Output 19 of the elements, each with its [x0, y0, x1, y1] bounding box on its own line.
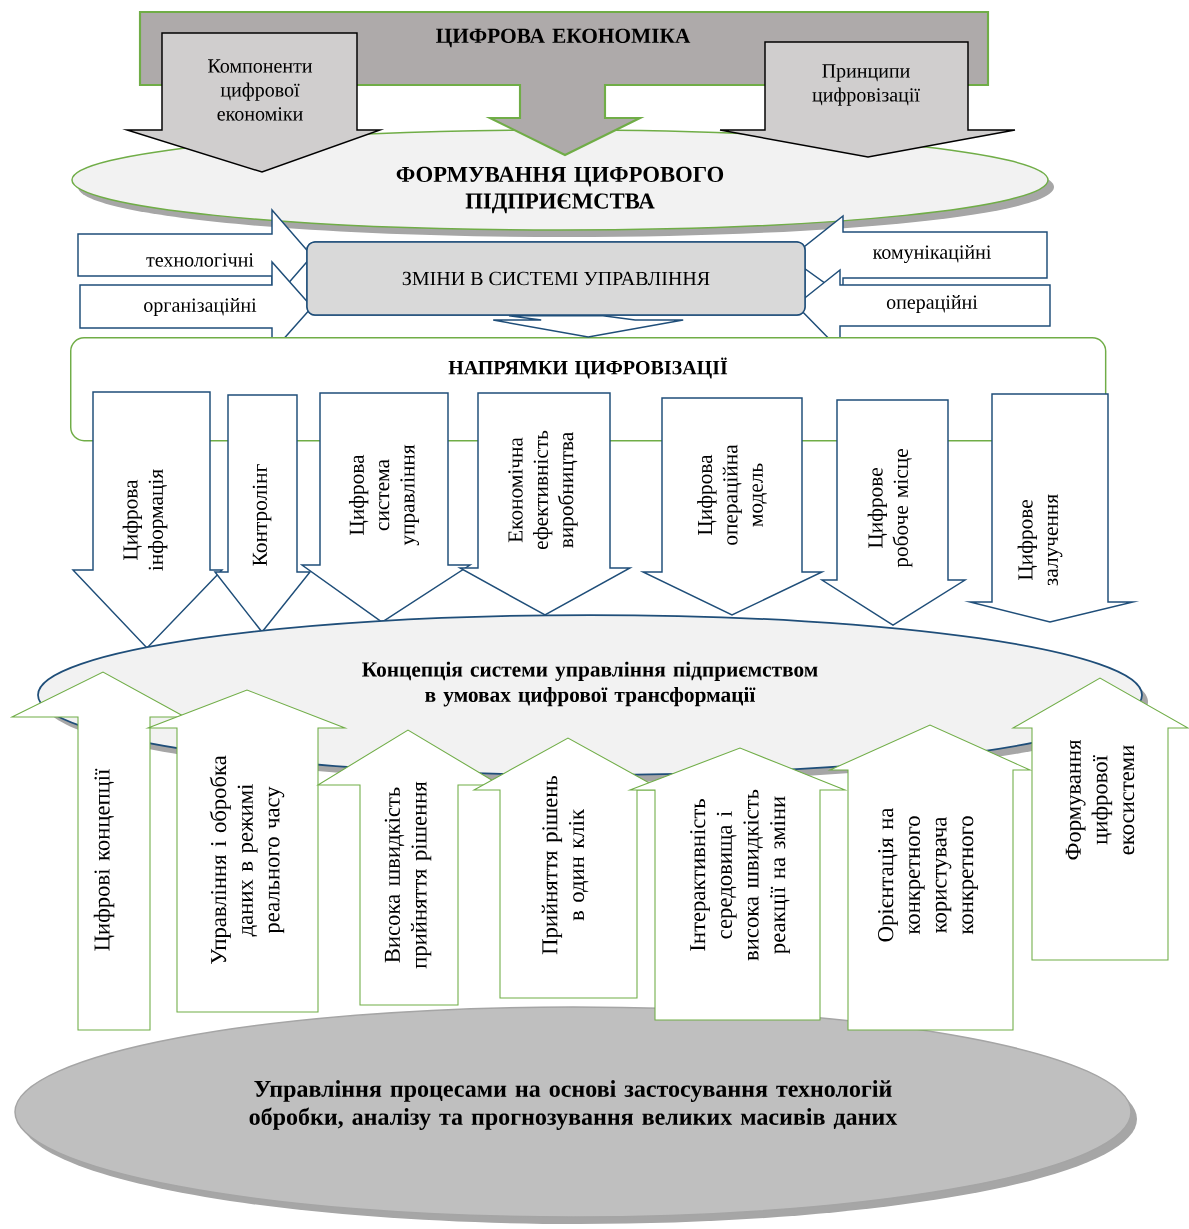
pointed-box: Прийняття рішень в один клік	[471, 737, 665, 999]
pointed-box: Цифрова операційна модель	[639, 397, 826, 616]
process-box: ЗМІНИ В СИСТЕМІ УПРАВЛІННЯ	[306, 241, 806, 316]
pointed-box: Управління і обробка даних в режимі реального часу	[145, 689, 348, 1013]
pointed-box: Орієнтація на конкретного користувача конкретного	[827, 724, 1033, 1031]
pointed-box: Контролінг	[213, 394, 312, 634]
pointed-box: Цифрова система управління	[299, 392, 473, 623]
pointed-box: Формування цифрової екосистеми	[1011, 677, 1189, 961]
pointed-box: Висока швидкість прийняття рішення	[316, 729, 502, 1006]
pointed-box: Принципи цифровізації	[719, 41, 1016, 158]
pointed-box: Цифрові концепції	[9, 671, 188, 1031]
pointed-box: Цифрова інформація	[71, 391, 224, 650]
pointed-box: операційні	[794, 268, 1051, 352]
pointed-box: Цифрове залучення	[964, 393, 1140, 623]
pointed-box: Економічна ефективність виробництва	[457, 392, 633, 616]
pointed-box: Інтерактивність середовища і висока швидкість реакції на зміни	[627, 747, 848, 1021]
pointed-box: Цифрове робоче місце	[819, 399, 968, 626]
block-arrow	[492, 315, 684, 338]
pointed-box: Компоненти цифрової економіки	[122, 32, 385, 173]
